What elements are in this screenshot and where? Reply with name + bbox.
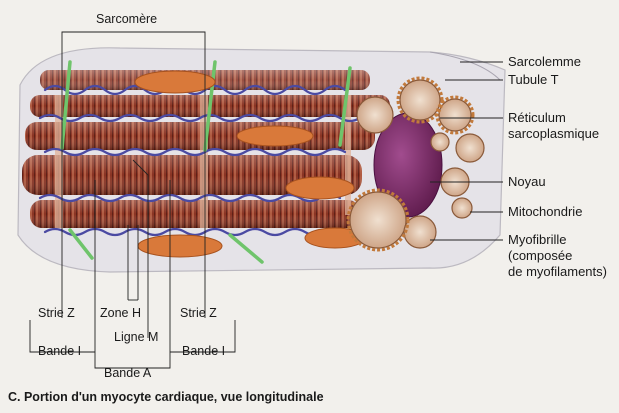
i-band-right-label: Bande I — [182, 344, 225, 359]
reticulum-label-line2: sarcoplasmique — [508, 126, 599, 141]
z-line-right-label: Strie Z — [180, 306, 217, 321]
h-zone-label: Zone H — [100, 306, 141, 321]
sarcomere-label: Sarcomère — [96, 12, 157, 27]
m-line-label: Ligne M — [114, 330, 158, 345]
myofibril-label-line3: de myofilaments) — [508, 264, 607, 279]
i-band-left-label: Bande I — [38, 344, 81, 359]
sarcolemma-label: Sarcolemme — [508, 54, 581, 69]
reticulum-label-line1: Réticulum — [508, 110, 566, 125]
nucleus-label: Noyau — [508, 174, 546, 189]
figure-caption: C. Portion d'un myocyte cardiaque, vue l… — [8, 390, 324, 404]
t-tubule-label: Tubule T — [508, 72, 559, 87]
a-band-label: Bande A — [104, 366, 151, 381]
z-line-left-label: Strie Z — [38, 306, 75, 321]
mitochondria-label: Mitochondrie — [508, 204, 582, 219]
myofibril-label-line2: (composée — [508, 248, 572, 263]
myofibril-label-line1: Myofibrille — [508, 232, 567, 247]
